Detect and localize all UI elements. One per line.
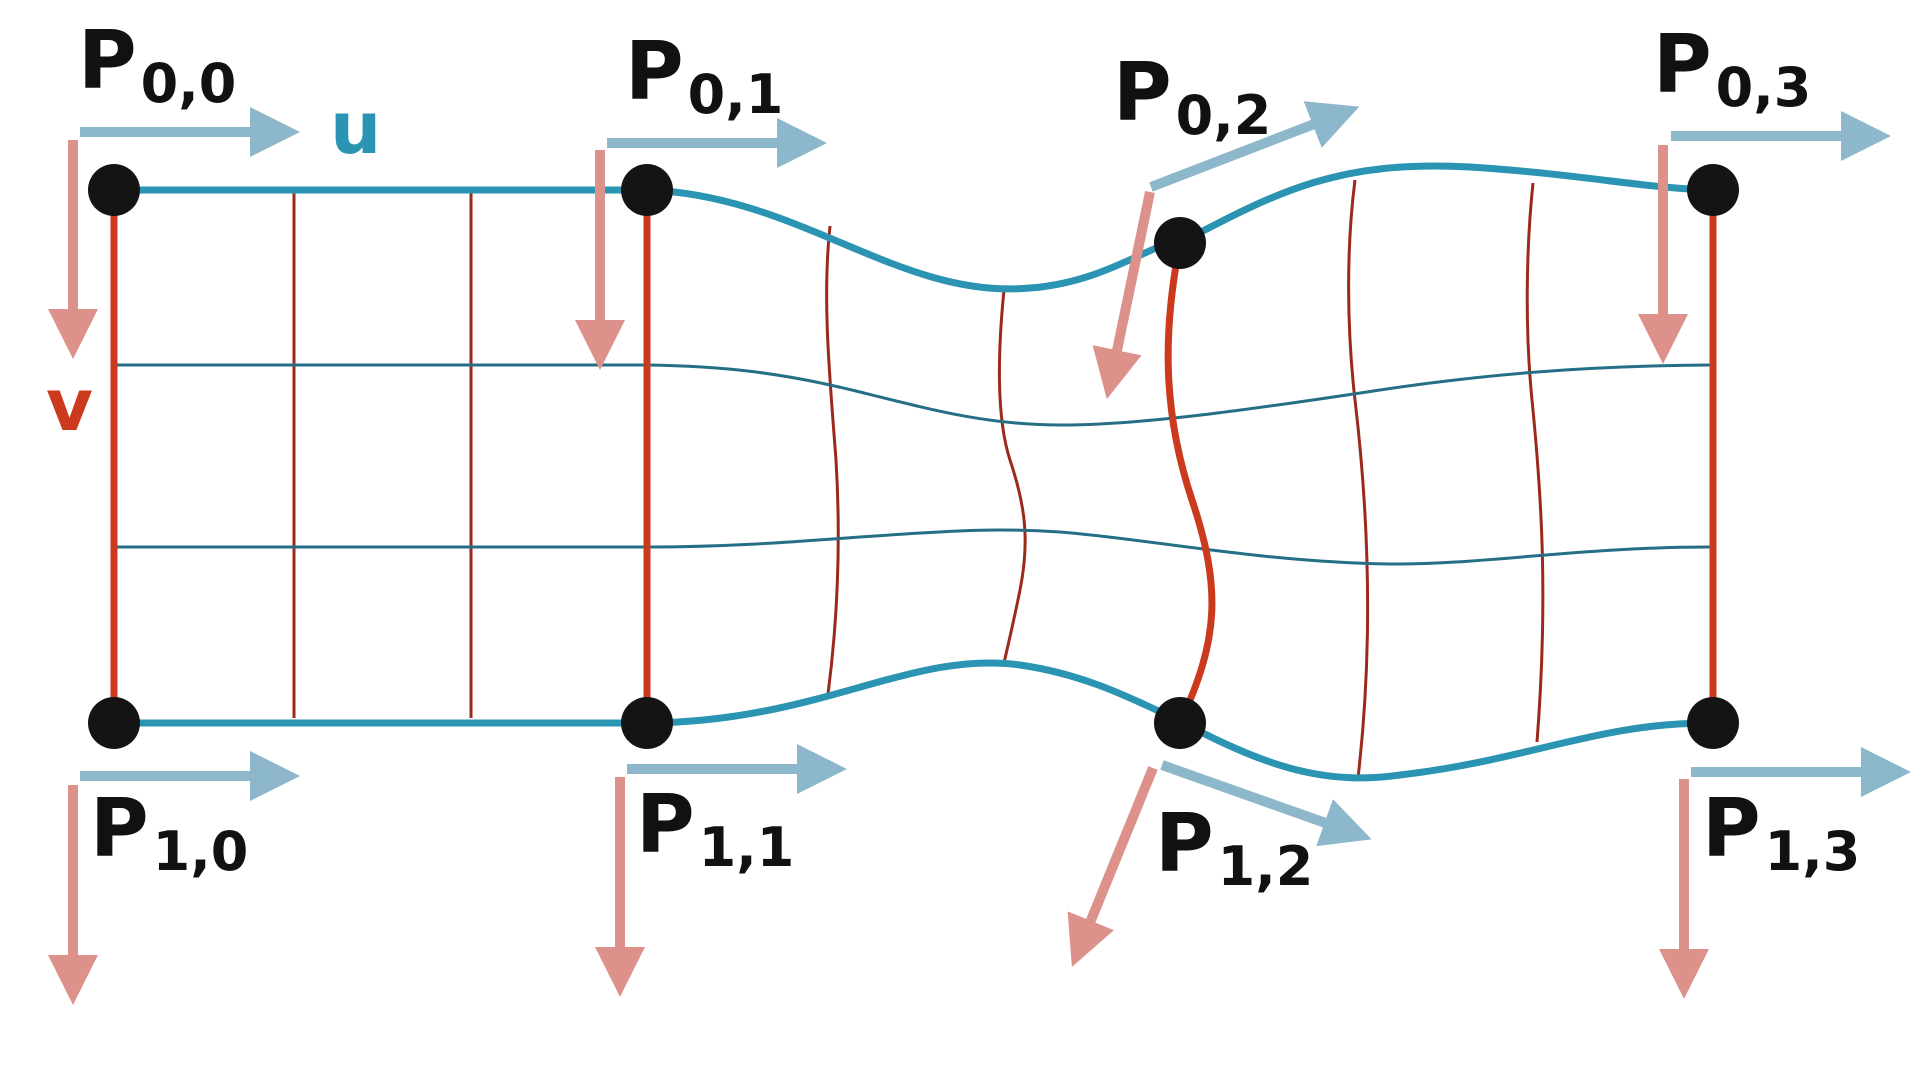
point-label-p01: P0,1 [625, 25, 783, 126]
u-boundary-curves [111, 162, 1717, 782]
u-tangent-arrow [1149, 101, 1360, 192]
control-point-p10 [88, 697, 140, 749]
u-boundary-bottom [111, 659, 1717, 782]
u-tangent-arrow [1160, 760, 1372, 847]
point-label-p03: P0,3 [1653, 18, 1811, 119]
point-label-p11: P1,1 [636, 778, 794, 879]
control-points [88, 164, 1739, 749]
v-tangent-arrow [1067, 766, 1158, 968]
u-isoline [115, 528, 1711, 566]
point-label-p10: P1,0 [90, 782, 248, 883]
point-label-p02: P0,2 [1113, 46, 1271, 147]
point-labels: P0,0 P0,1 P0,2 P0,3 P1,0 P1,1 P1,2 P1,3 [78, 14, 1860, 898]
control-point-p12 [1154, 697, 1206, 749]
u-tangent-arrows [80, 101, 1911, 847]
axis-v-label: v [46, 363, 93, 447]
u-isolines [115, 363, 1711, 566]
v-isoline [1347, 179, 1370, 779]
axis-u-label: u [330, 86, 381, 170]
v-isoline [997, 289, 1027, 664]
v-tangent-arrows [48, 140, 1709, 1005]
control-point-p13 [1687, 697, 1739, 749]
control-point-p11 [621, 697, 673, 749]
v-isoline [825, 225, 840, 695]
control-point-p00 [88, 164, 140, 216]
u-isoline [115, 363, 1711, 427]
control-point-p03 [1687, 164, 1739, 216]
v-boundary-edges [110, 190, 1717, 723]
control-point-p01 [621, 164, 673, 216]
v-isolines [292, 179, 1545, 779]
v-isoline [1525, 182, 1545, 743]
v-edge-2 [1164, 242, 1216, 723]
v-tangent-arrow [1092, 190, 1155, 400]
control-point-p02 [1154, 217, 1206, 269]
point-label-p00: P0,0 [78, 14, 236, 115]
u-boundary-top [111, 162, 1717, 293]
point-label-p13: P1,3 [1702, 782, 1860, 883]
point-label-p12: P1,2 [1155, 797, 1313, 898]
